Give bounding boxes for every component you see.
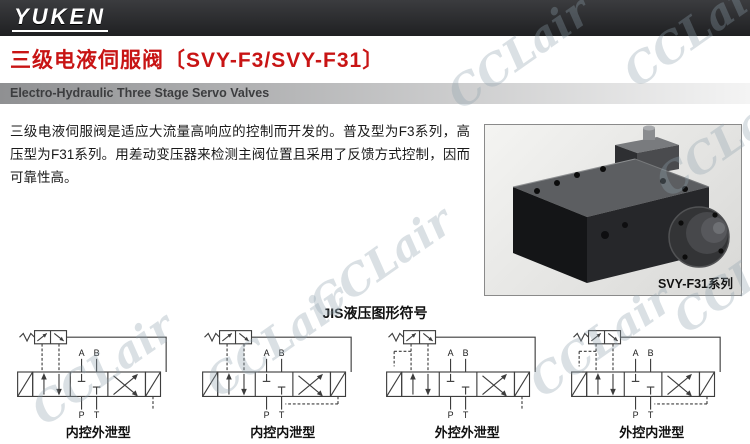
valve-schematic: A B P T: [570, 330, 721, 419]
product-photo-box: SVY-F31系列: [484, 124, 742, 296]
jis-section-heading: JIS液压图形符号: [322, 305, 428, 321]
jis-symbol-label: 内控外泄型: [65, 425, 131, 440]
port-a-label: A: [448, 348, 454, 358]
jis-symbol-external-pilot-internal-drain: A B P T 外控内泄型: [560, 325, 745, 441]
port-b-label: B: [278, 348, 284, 358]
intro-paragraph: 三级电液伺服阀是适应大流量高响应的控制而开发的。普及型为F3系列，高压型为F31…: [10, 124, 470, 185]
port-t-label: T: [463, 410, 469, 419]
port-t-label: T: [648, 410, 654, 419]
port-b-label: B: [647, 348, 653, 358]
valve-schematic: A B P T: [386, 330, 536, 419]
port-t-label: T: [94, 410, 100, 419]
jis-symbol-label: 外控内泄型: [619, 425, 685, 440]
jis-symbol-internal-pilot-internal-drain: A B P T 内控内泄型: [191, 325, 376, 441]
header-bar: YUKEN: [0, 0, 750, 36]
port-a-label: A: [263, 348, 269, 358]
jis-diagrams-row: A B P T 内控外泄型: [6, 325, 744, 441]
port-b-label: B: [94, 348, 100, 358]
port-a-label: A: [632, 348, 638, 358]
jis-symbol-label: 外控外泄型: [434, 425, 500, 440]
port-p-label: P: [263, 410, 269, 419]
jis-symbol-label: 内控内泄型: [250, 425, 316, 440]
logo-underline: [12, 30, 108, 32]
port-p-label: P: [448, 410, 454, 419]
port-t-label: T: [279, 410, 285, 419]
page-subtitle: Electro-Hydraulic Three Stage Servo Valv…: [10, 86, 270, 100]
photo-caption: SVY-F31系列: [657, 277, 733, 291]
valve-schematic: A B P T: [201, 330, 352, 419]
port-p-label: P: [632, 410, 638, 419]
valve-schematic: A B P T: [17, 330, 167, 419]
product-photo: [512, 125, 730, 283]
port-p-label: P: [79, 410, 85, 419]
port-b-label: B: [463, 348, 469, 358]
subtitle-bar: Electro-Hydraulic Three Stage Servo Valv…: [0, 83, 750, 104]
yuken-logo: YUKEN: [14, 4, 107, 29]
jis-symbol-internal-pilot-external-drain: A B P T 内控外泄型: [6, 325, 191, 441]
jis-symbol-external-pilot-external-drain: A B P T 外控外泄型: [375, 325, 560, 441]
page-title: 三级电液伺服阀〔SVY-F3/SVY-F31〕: [10, 49, 385, 72]
port-a-label: A: [79, 348, 85, 358]
